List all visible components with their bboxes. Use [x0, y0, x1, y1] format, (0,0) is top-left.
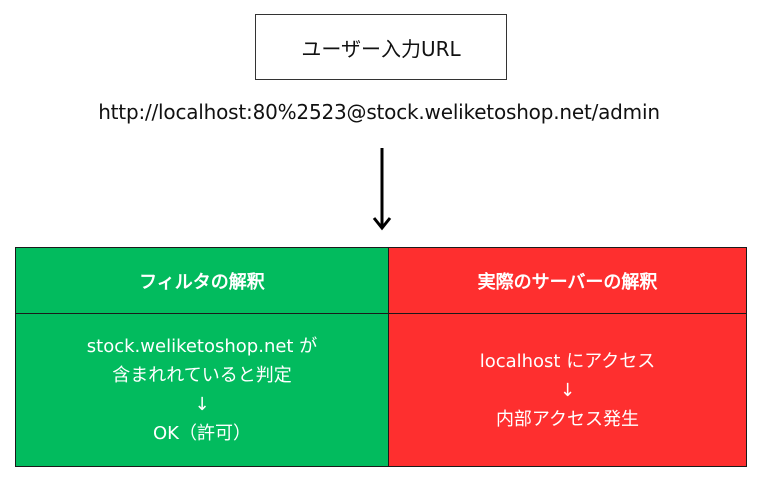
example-url: http://localhost:80%2523@stock.weliketos…	[98, 100, 660, 124]
server-line-1: localhost にアクセス	[479, 350, 656, 372]
filter-interpretation: stock.weliketoshop.net が 含まれれていると判定 ↓ OK…	[16, 314, 389, 466]
filter-result: OK（許可）	[153, 423, 251, 444]
filter-header: フィルタの解釈	[16, 248, 389, 314]
filter-line-2: 含まれれていると判定	[112, 365, 292, 386]
server-interpretation: localhost にアクセス ↓ 内部アクセス発生	[389, 314, 746, 466]
server-result: 内部アクセス発生	[495, 408, 640, 430]
down-arrow-icon	[372, 148, 392, 231]
server-header: 実際のサーバーの解釈	[389, 248, 746, 314]
user-input-url-box: ユーザー入力URL	[255, 14, 507, 80]
filter-arrow-icon: ↓	[194, 394, 210, 415]
server-arrow-icon: ↓	[559, 379, 576, 401]
user-input-url-label: ユーザー入力URL	[301, 36, 461, 61]
filter-line-1: stock.weliketoshop.net が	[86, 336, 318, 357]
comparison-table: フィルタの解釈 実際のサーバーの解釈 stock.weliketoshop.ne…	[15, 247, 747, 467]
